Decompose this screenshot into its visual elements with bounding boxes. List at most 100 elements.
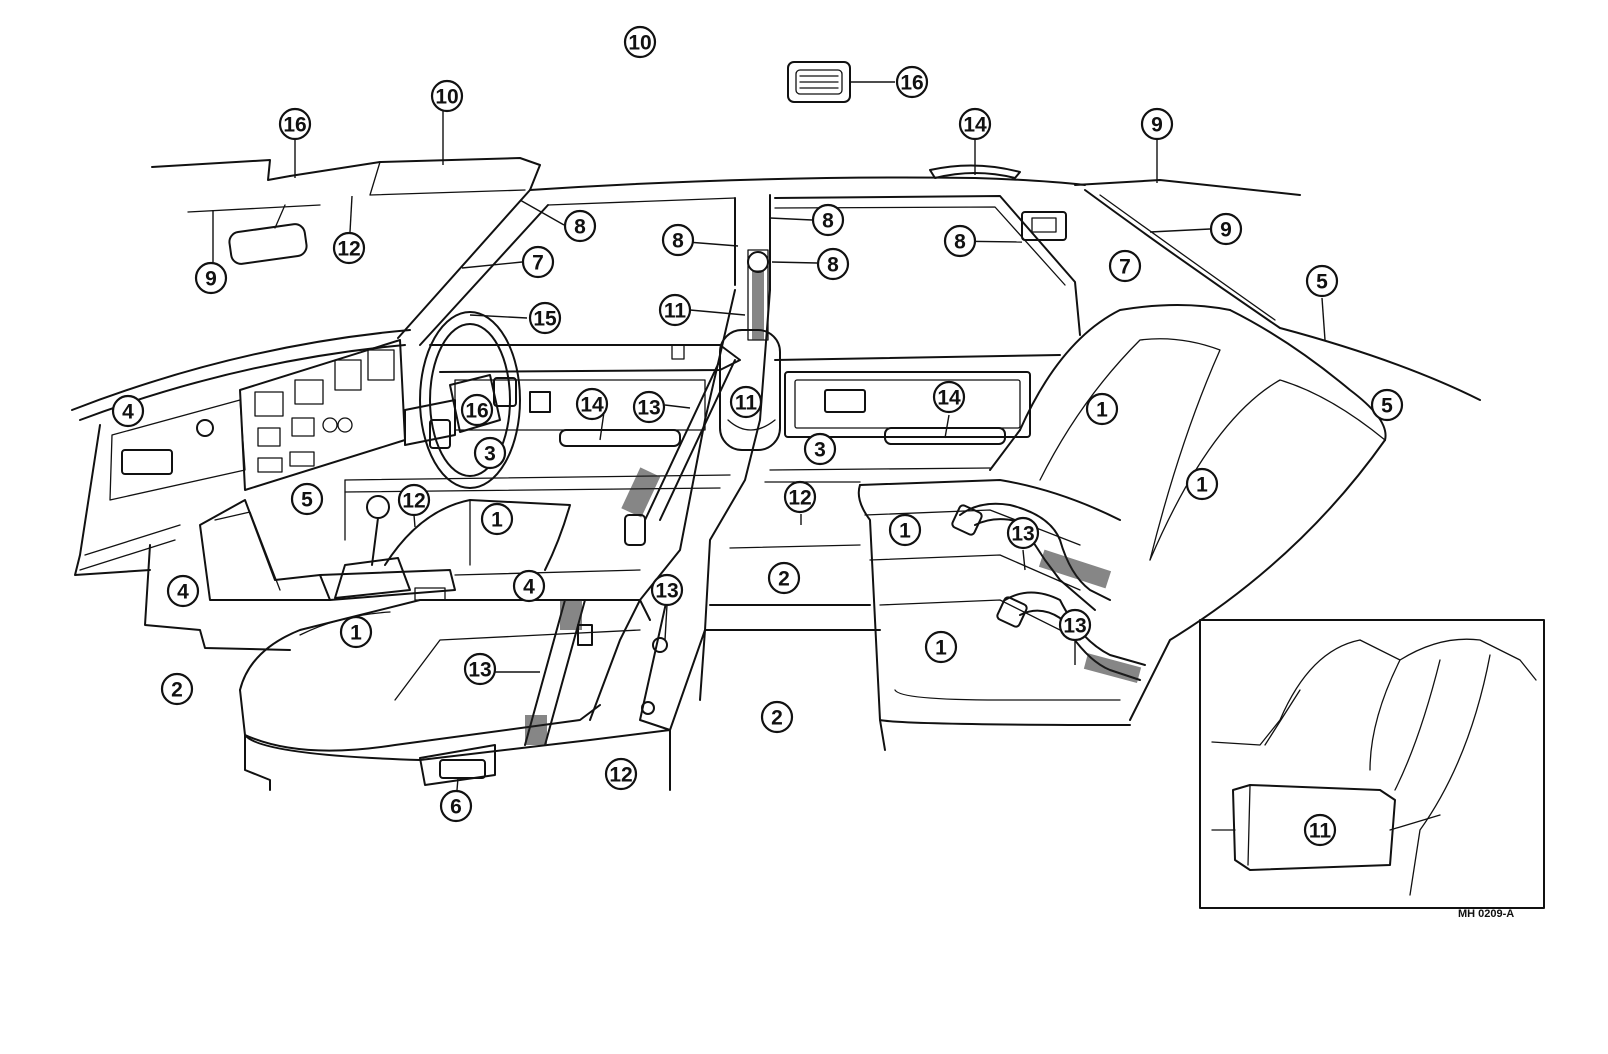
svg-text:8: 8 (822, 210, 834, 233)
svg-text:10: 10 (435, 86, 458, 109)
figure-code: MH 0209-A (1458, 908, 1514, 920)
svg-text:1: 1 (1196, 474, 1208, 497)
callout-12-scuff-center: 12 (604, 757, 638, 791)
callout-14-rear-door: 14 (932, 380, 966, 414)
front-seat-cushion-rear (384, 499, 571, 571)
callout-10-sunvisor: 10 (430, 79, 464, 113)
front-seat-belt (524, 599, 593, 746)
svg-text:7: 7 (532, 252, 544, 275)
rear-view-mirror (228, 204, 308, 265)
callout-13-center-buckle: 13 (650, 573, 684, 607)
center-console (319, 569, 641, 601)
svg-text:16: 16 (465, 400, 488, 423)
callout-8-windshield-top: 8 (563, 209, 597, 243)
svg-text:9: 9 (1151, 114, 1163, 137)
rear-door-window (774, 195, 1081, 336)
callout-14-grip: 14 (958, 107, 992, 141)
callout-5-kick-panel: 5 (290, 482, 324, 516)
callout-1-rear-back-upper: 1 (1085, 392, 1119, 426)
svg-text:11: 11 (735, 392, 758, 415)
svg-text:8: 8 (672, 230, 684, 253)
svg-text:12: 12 (788, 487, 811, 510)
svg-text:5: 5 (1316, 271, 1328, 294)
callout-9-right-rail-lower: 9 (1209, 212, 1243, 246)
roof-outline (151, 157, 1481, 401)
svg-text:8: 8 (954, 231, 966, 254)
callout-8-b-pillar-right: 8 (811, 203, 845, 237)
svg-text:1: 1 (935, 637, 947, 660)
svg-text:11: 11 (664, 300, 687, 323)
steering-wheel (419, 311, 521, 489)
callout-10-roof: 10 (623, 25, 657, 59)
b-pillar (734, 194, 771, 341)
windshield-frame (397, 189, 736, 346)
callout-16-mirror: 16 (278, 107, 312, 141)
assist-grip (929, 164, 1021, 179)
svg-text:4: 4 (523, 576, 535, 599)
svg-text:2: 2 (778, 568, 790, 591)
callout-1-rear-back-lower: 1 (1185, 467, 1219, 501)
rear-door-trim (764, 354, 1061, 483)
callout-13-front-belt: 13 (463, 652, 497, 686)
callout-2-floor-center: 2 (760, 700, 794, 734)
callout-13-rear-belt-upper: 13 (1006, 516, 1040, 550)
svg-text:13: 13 (468, 659, 491, 682)
svg-text:1: 1 (1096, 399, 1108, 422)
svg-text:3: 3 (484, 443, 496, 466)
svg-text:13: 13 (655, 580, 678, 603)
svg-text:5: 5 (1381, 395, 1393, 418)
callout-6-ashtray: 6 (439, 789, 473, 823)
callout-9-right-rail: 9 (1140, 107, 1174, 141)
callout-15-steering: 15 (528, 301, 562, 335)
callout-11-seatback: 11 (729, 385, 763, 419)
dashboard (71, 329, 456, 576)
callout-12-roof-left: 12 (332, 231, 366, 265)
callout-13-shoulder-belt: 13 (632, 390, 666, 424)
svg-text:16: 16 (283, 114, 306, 137)
svg-text:13: 13 (1011, 523, 1034, 546)
svg-text:1: 1 (899, 520, 911, 543)
svg-text:5: 5 (301, 489, 313, 512)
leader-lines (212, 81, 1326, 791)
svg-text:10: 10 (628, 32, 651, 55)
callout-12-scuff-rear: 12 (783, 480, 817, 514)
svg-text:14: 14 (963, 114, 987, 137)
front-door-trim (429, 344, 741, 447)
shift-lever (334, 495, 411, 599)
svg-text:12: 12 (609, 764, 632, 787)
callout-16-dome-light: 16 (895, 65, 929, 99)
callout-11-headrest: 11 (658, 293, 692, 327)
svg-text:1: 1 (491, 509, 503, 532)
svg-text:11: 11 (1309, 820, 1332, 843)
callout-4-console: 4 (512, 569, 546, 603)
callout-11-armrest: 11 (1303, 813, 1337, 847)
callout-16-steering-pad: 16 (460, 393, 494, 427)
callout-8-b-pillar-lower: 8 (816, 247, 850, 281)
svg-text:4: 4 (122, 401, 134, 424)
svg-text:14: 14 (580, 394, 604, 417)
front-seat-foreground (239, 599, 671, 791)
center-seatback-pillar (589, 289, 781, 731)
svg-text:8: 8 (827, 254, 839, 277)
svg-text:3: 3 (814, 439, 826, 462)
svg-text:15: 15 (533, 308, 557, 331)
svg-text:4: 4 (177, 581, 189, 604)
callout-9-left-rail: 9 (194, 261, 228, 295)
svg-text:2: 2 (771, 707, 783, 730)
callout-7-c-pillar: 7 (1108, 249, 1142, 283)
svg-text:2: 2 (171, 679, 183, 702)
callout-4-floor-left: 4 (166, 574, 200, 608)
callout-1-front-seat: 1 (339, 615, 373, 649)
callout-1-rear-cushion-upper: 1 (888, 513, 922, 547)
callout-1-front-cushion: 1 (480, 502, 514, 536)
svg-text:12: 12 (337, 238, 360, 261)
callout-8-rear-window: 8 (943, 224, 977, 258)
callout-5-right-quarter: 5 (1305, 264, 1339, 298)
svg-text:9: 9 (205, 268, 217, 291)
svg-text:13: 13 (637, 397, 660, 420)
svg-text:8: 8 (574, 216, 586, 239)
callout-13-rear-belt-lower: 13 (1058, 608, 1092, 642)
callout-12-scuff-front: 12 (397, 483, 431, 517)
svg-text:13: 13 (1063, 615, 1086, 638)
callout-5-right-panel: 5 (1370, 388, 1404, 422)
